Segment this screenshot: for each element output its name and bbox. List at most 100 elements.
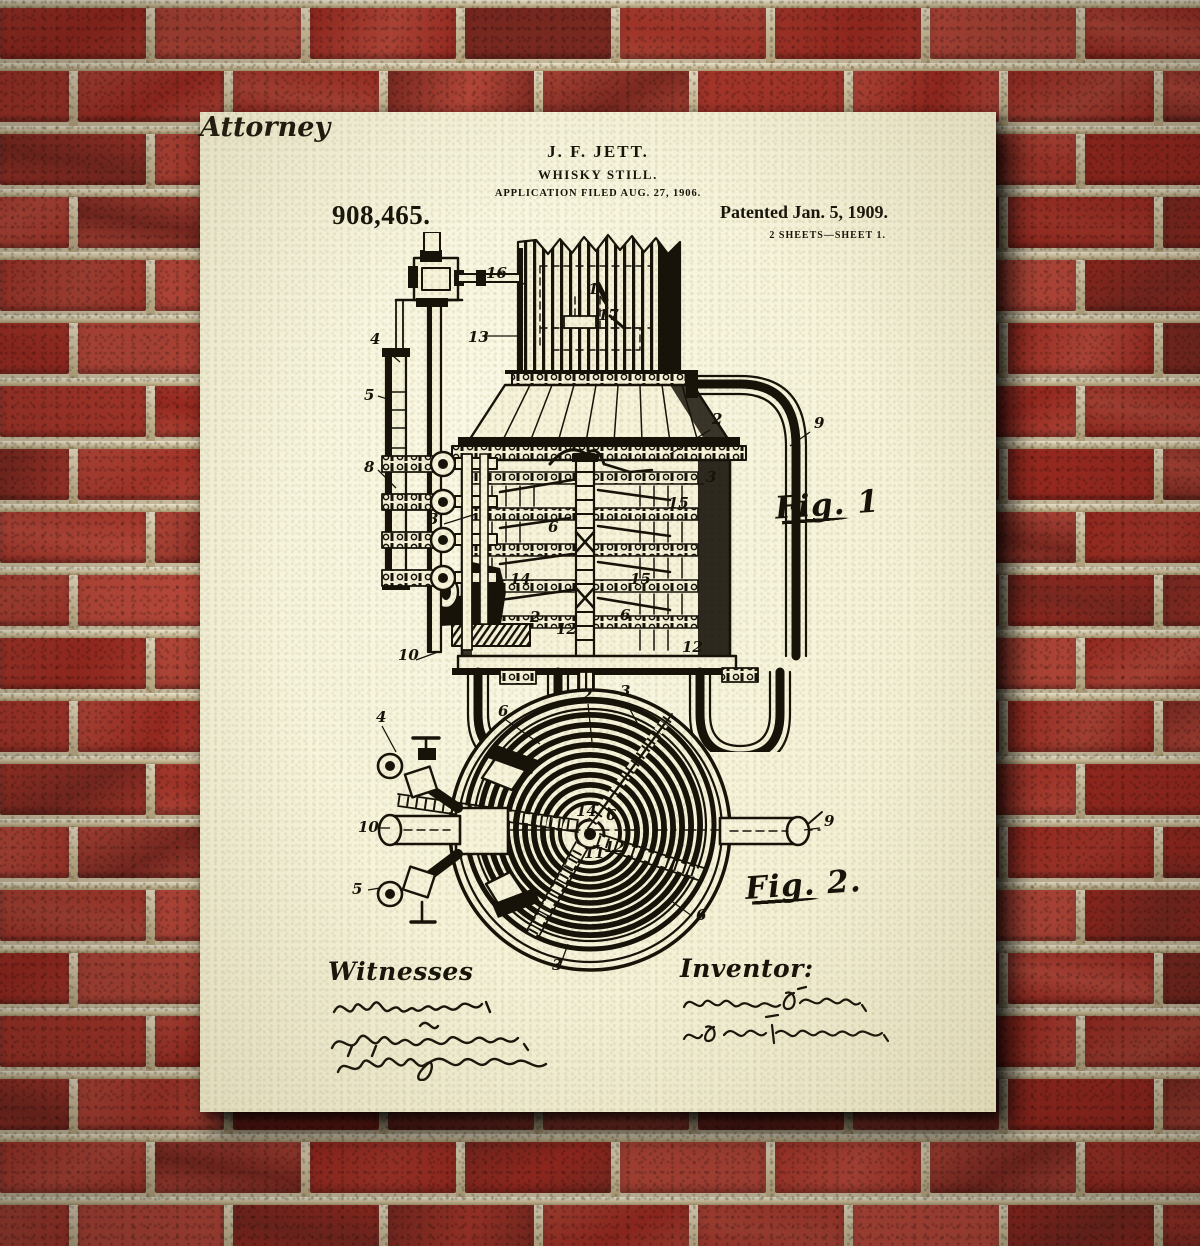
patent-sheet-line: 2 SHEETS—SHEET 1.: [769, 230, 886, 241]
mortar-vertical: [146, 756, 155, 819]
mortar-vertical: [1153, 63, 1163, 126]
numeral-17: 17: [598, 306, 619, 324]
brick: [0, 1075, 69, 1130]
mortar-vertical: [301, 0, 310, 63]
mortar-vertical: [1153, 315, 1163, 378]
mortar-vertical: [68, 819, 78, 882]
brick: [310, 4, 456, 59]
mortar-vertical: [68, 1197, 78, 1246]
brick: [77, 571, 224, 626]
numeral-5: 5: [364, 386, 374, 404]
numeral-9: 9: [814, 414, 825, 432]
brick: [155, 4, 301, 59]
brick: [0, 67, 69, 122]
brick: [0, 319, 69, 374]
mortar-vertical: [998, 693, 1008, 756]
brick: [1162, 193, 1200, 248]
brick: [0, 193, 69, 248]
numeral-f2-9: 9: [824, 812, 835, 830]
brick: [0, 634, 146, 689]
mortar-vertical: [68, 567, 78, 630]
brick: [1007, 1075, 1154, 1130]
mortar-vertical: [146, 504, 155, 567]
brick: [1085, 256, 1200, 311]
patent-application-line: APPLICATION FILED AUG. 27, 1906.: [494, 188, 702, 199]
brick: [0, 256, 146, 311]
brick: [1007, 319, 1154, 374]
brick: [1162, 949, 1200, 1004]
mortar-vertical: [611, 1134, 620, 1197]
mortar-vertical: [68, 315, 78, 378]
witness-signatures: [330, 1000, 548, 1081]
numeral-f2-14: 14: [576, 802, 597, 820]
numeral-12b: 12: [682, 638, 703, 656]
mortar-vertical: [1153, 1197, 1163, 1246]
mortar-horizontal: [0, 0, 1200, 8]
patent-poster[interactable]: J. F. JETT. WHISKY STILL. APPLICATION FI…: [200, 112, 996, 1112]
brick: [232, 1201, 379, 1246]
mortar-vertical: [921, 1134, 930, 1197]
mortar-vertical: [223, 1197, 233, 1246]
brick: [1007, 949, 1154, 1004]
brick: [1007, 67, 1154, 122]
mortar-vertical: [1153, 189, 1163, 252]
brick: [0, 886, 146, 941]
mortar-vertical: [843, 63, 853, 126]
mortar-horizontal: [0, 1197, 1200, 1205]
brick: [77, 319, 224, 374]
brick: [1162, 319, 1200, 374]
brick: [1007, 193, 1154, 248]
brick: [775, 1138, 921, 1193]
brick: [0, 4, 146, 59]
brick: [1162, 67, 1200, 122]
numeral-f2-12: 12: [604, 838, 625, 856]
numeral-6a: 6: [548, 518, 559, 536]
brick: [77, 949, 224, 1004]
brick: [77, 445, 224, 500]
numeral-f2-11: 11: [584, 844, 605, 862]
brick: [0, 1201, 69, 1246]
numeral-f2-4: 4: [376, 708, 386, 726]
mortar-vertical: [68, 189, 78, 252]
mortar-vertical: [843, 1197, 853, 1246]
numeral-1: 1: [588, 280, 598, 298]
mortar-vertical: [1076, 1008, 1085, 1071]
numeral-f2-10: 10: [358, 818, 379, 836]
mortar-vertical: [146, 378, 155, 441]
brick: [0, 1012, 146, 1067]
brick: [155, 1138, 301, 1193]
brick: [1085, 508, 1200, 563]
inventor-heading: Inventor:: [680, 954, 814, 983]
numeral-f2-6c: 6: [606, 806, 617, 824]
numeral-15a: 15: [668, 494, 689, 512]
mortar-vertical: [146, 1134, 155, 1197]
brick: [465, 1138, 611, 1193]
brick: [1162, 823, 1200, 878]
numeral-14: 14: [510, 570, 531, 588]
mortar-vertical: [533, 63, 543, 126]
brick: [1162, 571, 1200, 626]
numeral-f2-3top: 3: [620, 682, 630, 700]
brick: [620, 4, 766, 59]
mortar-vertical: [456, 1134, 465, 1197]
brick: [1162, 1201, 1200, 1246]
numeral-13: 13: [468, 328, 489, 346]
mortar-vertical: [921, 0, 930, 63]
mortar-vertical: [146, 126, 155, 189]
brick: [1162, 445, 1200, 500]
witnesses-block: Witnesses: [328, 957, 598, 1081]
brick: [1085, 382, 1200, 437]
mortar-horizontal: [0, 1134, 1200, 1142]
mortar-vertical: [998, 1197, 1008, 1246]
mortar-vertical: [1153, 693, 1163, 756]
patent-inventor-name: J. F. JETT.: [547, 142, 649, 161]
mortar-vertical: [1076, 630, 1085, 693]
mortar-vertical: [1076, 1134, 1085, 1197]
brick: [852, 1201, 999, 1246]
brick: [930, 4, 1076, 59]
mortar-vertical: [1076, 252, 1085, 315]
brick: [77, 67, 224, 122]
brick: [1007, 1201, 1154, 1246]
mortar-vertical: [223, 63, 233, 126]
